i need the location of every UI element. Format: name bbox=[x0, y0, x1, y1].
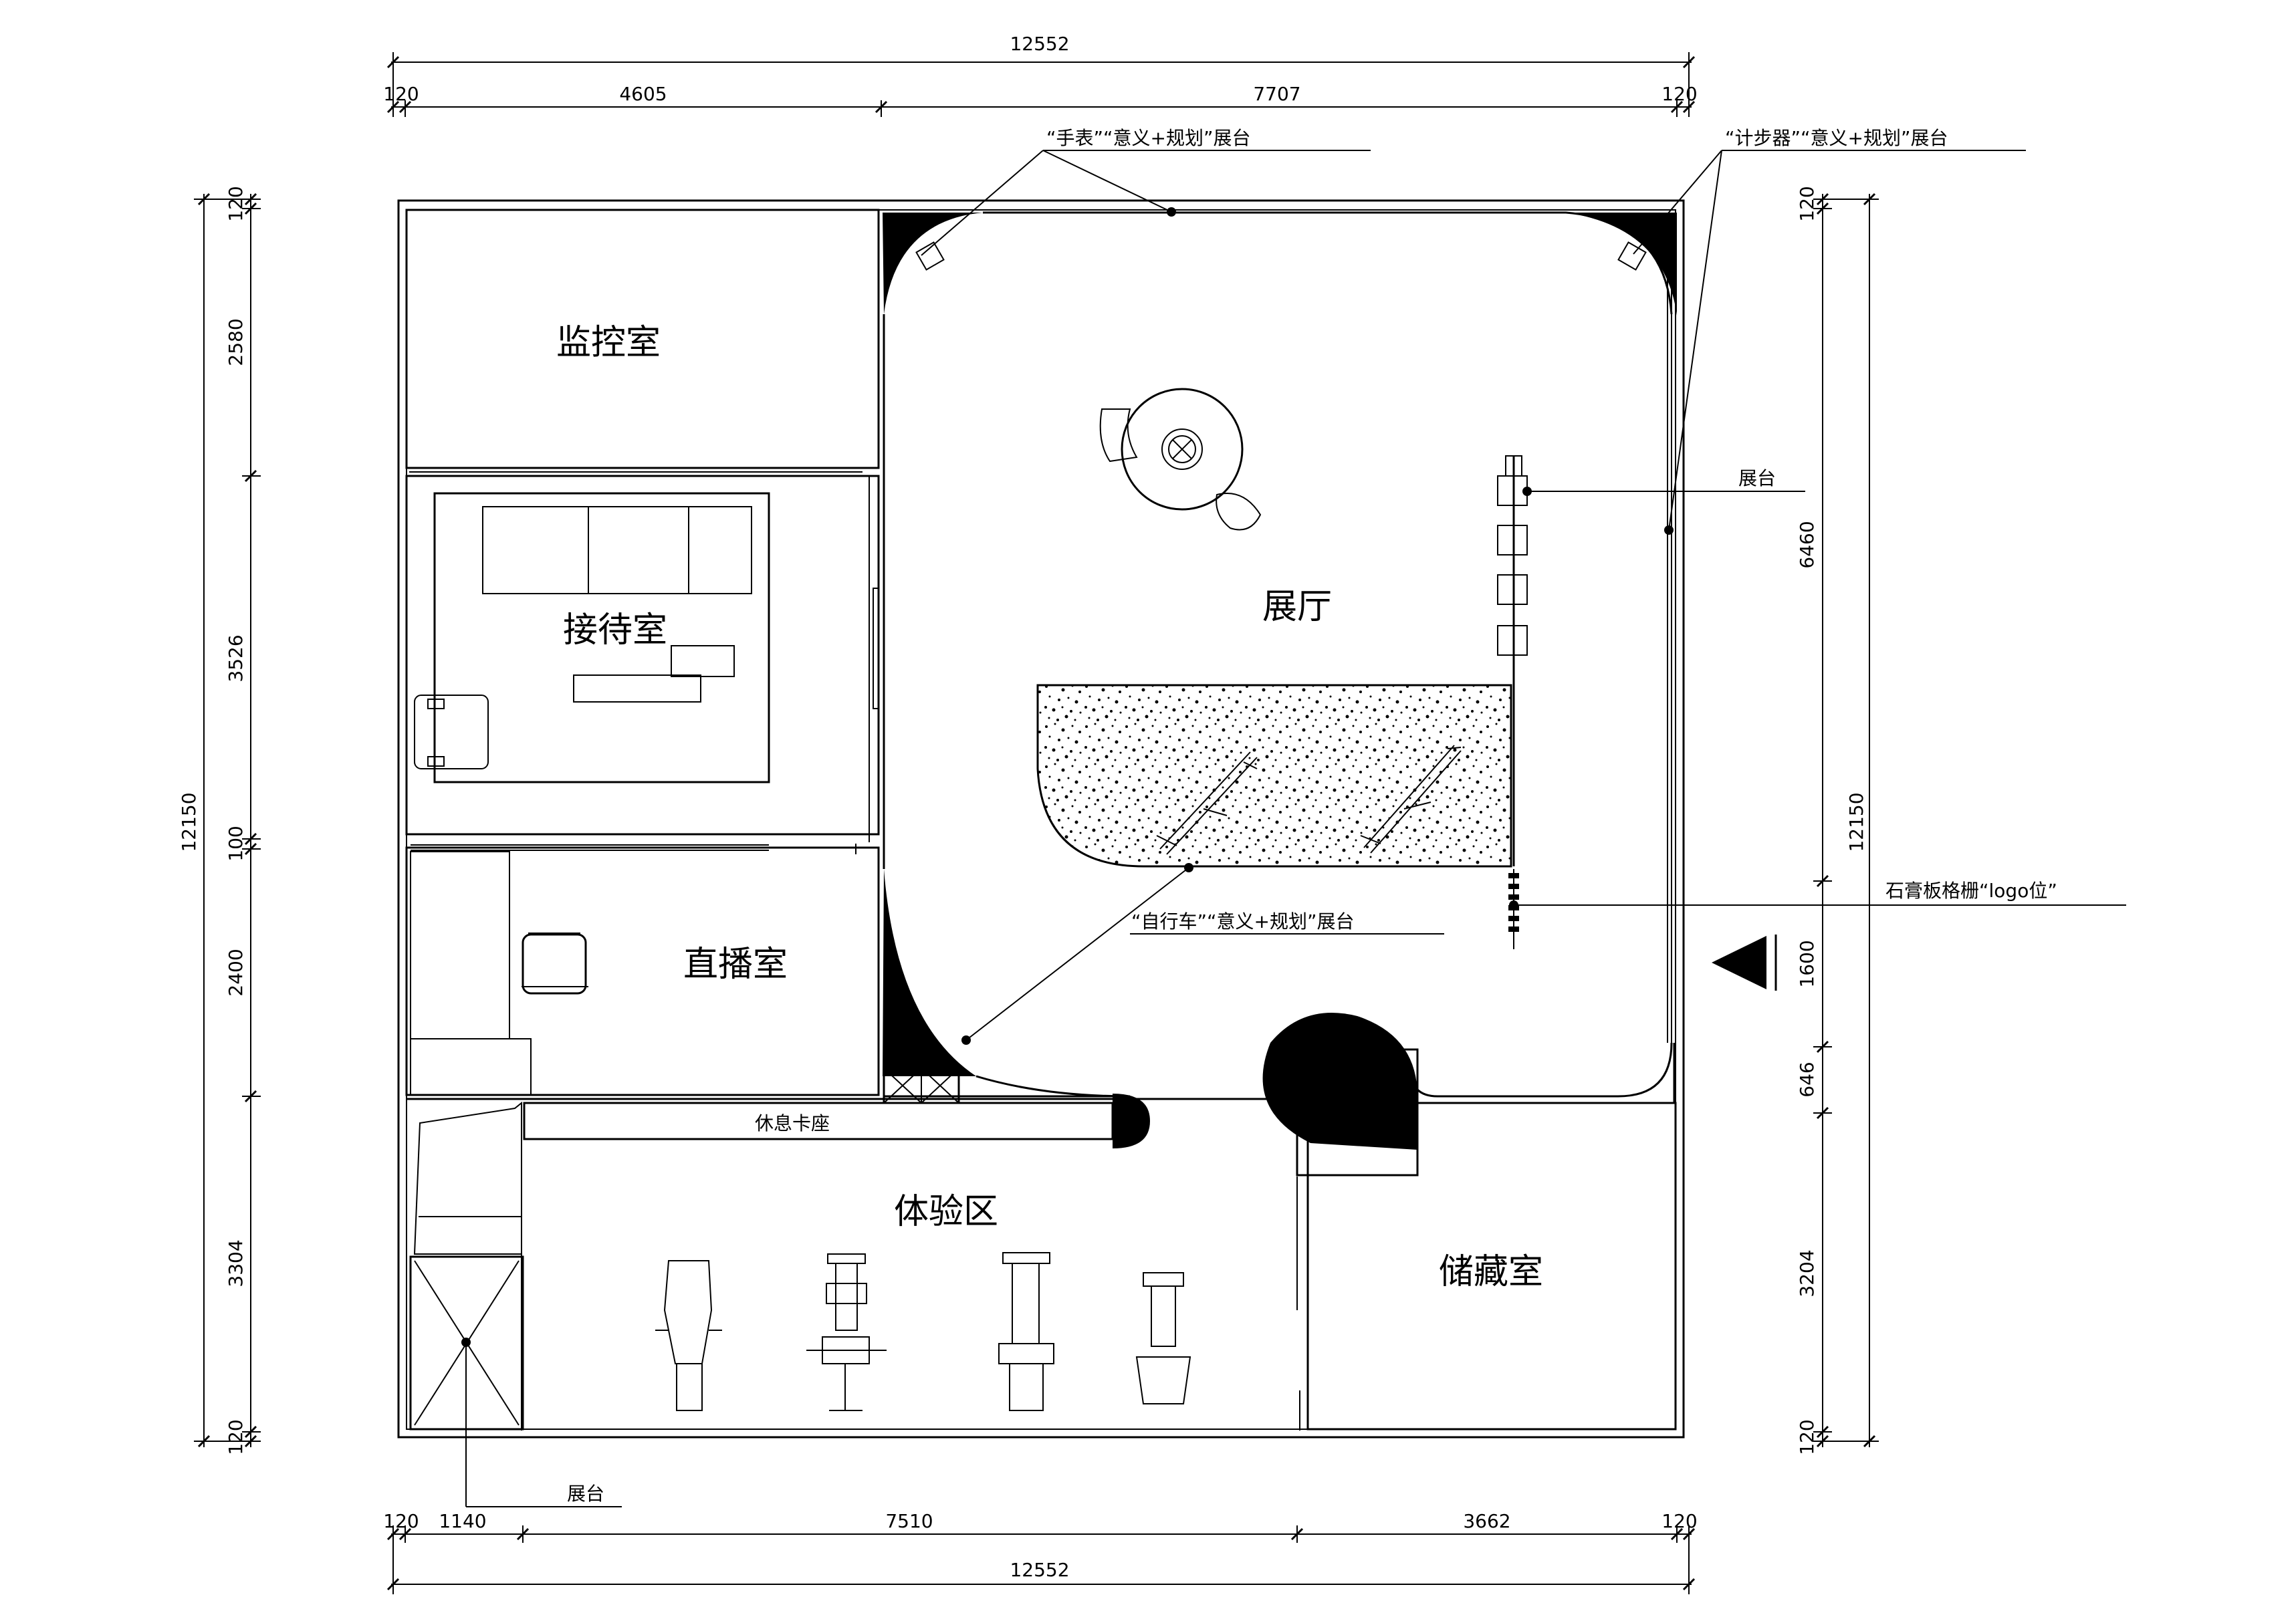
left-dim-2: 2580 bbox=[225, 318, 247, 366]
bottom-dimensions: 120 1140 7510 3662 120 12552 bbox=[383, 1510, 1698, 1594]
room-label-experience: 体验区 bbox=[894, 1192, 998, 1232]
rest-seat bbox=[523, 1094, 1150, 1148]
live-room-chair bbox=[522, 933, 588, 995]
storage-room bbox=[1262, 1013, 1677, 1431]
bottom-dim-1: 120 bbox=[383, 1510, 419, 1532]
bottom-dim-3: 7510 bbox=[885, 1510, 933, 1532]
top-total-dim: 12552 bbox=[1010, 33, 1069, 55]
callout-stand-right: 展台 bbox=[1522, 467, 1805, 496]
room-label-monitor: 监控室 bbox=[556, 323, 661, 363]
exhibition-hall bbox=[883, 211, 1677, 1104]
bicycle-display bbox=[1156, 745, 1462, 855]
callout-stand-bottom-text: 展台 bbox=[567, 1483, 604, 1505]
bottom-total-dim: 12552 bbox=[1010, 1559, 1069, 1581]
experience-zone bbox=[407, 1098, 1297, 1431]
room-label-hall: 展厅 bbox=[1262, 587, 1332, 627]
right-dim-5: 3204 bbox=[1796, 1249, 1818, 1297]
left-dim-1: 120 bbox=[225, 186, 247, 221]
bottom-dim-2: 1140 bbox=[439, 1510, 486, 1532]
left-dim-3: 3526 bbox=[225, 634, 247, 682]
left-dim-4: 100 bbox=[225, 826, 247, 861]
reception-furniture bbox=[414, 492, 770, 783]
callout-bicycle-text: “自行车”“意义+规划”展台 bbox=[1131, 910, 1355, 933]
entrance-marker-icon bbox=[1712, 936, 1766, 989]
room-label-live: 直播室 bbox=[683, 945, 788, 985]
right-dim-2: 6460 bbox=[1796, 521, 1818, 568]
left-dimensions: 12150 120 2580 3526 100 2400 3304 120 bbox=[178, 186, 261, 1455]
callout-pedometer-text: “计步器”“意义+规划”展台 bbox=[1725, 127, 1948, 149]
callout-pedometer: “计步器”“意义+规划”展台 bbox=[1633, 127, 2026, 535]
top-dim-4: 120 bbox=[1661, 83, 1697, 105]
top-dim-2: 4605 bbox=[619, 83, 667, 105]
left-rooms bbox=[405, 209, 880, 1096]
callout-watch-text: “手表”“意义+规划”展台 bbox=[1046, 127, 1251, 149]
vertical-stand bbox=[1497, 455, 1528, 949]
right-dimensions: 120 6460 1600 646 3204 120 12150 bbox=[1796, 186, 1879, 1455]
bottom-dim-5: 120 bbox=[1661, 1510, 1697, 1532]
right-dim-4: 646 bbox=[1796, 1062, 1818, 1097]
right-total-dim: 12150 bbox=[1845, 792, 1867, 852]
top-dim-1: 120 bbox=[383, 83, 419, 105]
callout-watch: “手表”“意义+规划”展台 bbox=[921, 127, 1371, 256]
left-dim-6: 3304 bbox=[225, 1239, 247, 1287]
left-dim-5: 2400 bbox=[225, 949, 247, 996]
callout-stand-right-text: 展台 bbox=[1738, 467, 1776, 489]
left-total-dim: 12150 bbox=[178, 792, 200, 852]
gym-equipment bbox=[655, 1252, 1191, 1411]
callout-logo-grille-text: 石膏板格栅“logo位” bbox=[1885, 880, 2057, 902]
right-dim-1: 120 bbox=[1796, 186, 1818, 221]
right-dim-6: 120 bbox=[1796, 1419, 1818, 1455]
top-dimensions: 12552 120 4605 7707 120 bbox=[383, 33, 1698, 117]
left-dim-7: 120 bbox=[225, 1419, 247, 1455]
room-label-storage: 储藏室 bbox=[1439, 1252, 1543, 1292]
bottom-dim-4: 3662 bbox=[1463, 1510, 1510, 1532]
room-label-reception: 接待室 bbox=[563, 610, 667, 650]
top-dim-3: 7707 bbox=[1253, 83, 1300, 105]
rest-seat-label: 休息卡座 bbox=[755, 1112, 830, 1134]
callout-logo-grille: 石膏板格栅“logo位” bbox=[1509, 880, 2126, 910]
right-dim-3: 1600 bbox=[1796, 940, 1818, 987]
callout-bicycle: “自行车”“意义+规划”展台 bbox=[961, 863, 1444, 1045]
callout-stand-bottom: 展台 bbox=[465, 1342, 622, 1507]
